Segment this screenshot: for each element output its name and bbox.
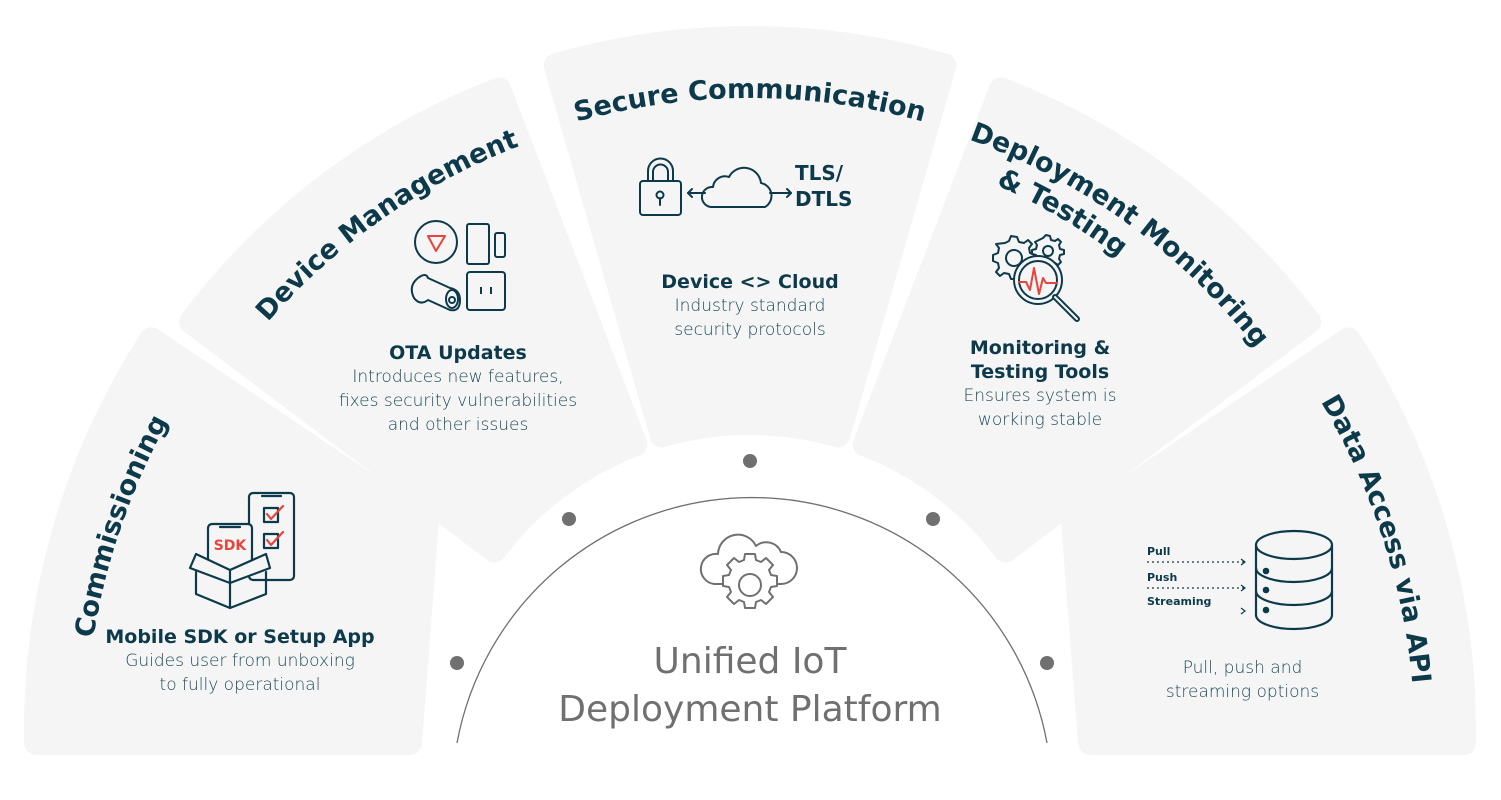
arc-dot bbox=[562, 512, 576, 526]
svg-text:SDK: SDK bbox=[214, 538, 248, 554]
arc-dot bbox=[926, 512, 940, 526]
protocol-line: DTLS bbox=[795, 187, 853, 211]
platform-title-line2: Deployment Platform bbox=[558, 689, 942, 730]
segment-description-line: working stable bbox=[977, 410, 1103, 430]
smart-devices-icon bbox=[410, 220, 506, 312]
segment-subtitle: Testing Tools bbox=[970, 361, 1110, 383]
database-icon bbox=[1254, 529, 1334, 631]
protocol-line: TLS/ bbox=[795, 161, 844, 185]
platform-title-line1: Unified IoT bbox=[653, 641, 847, 682]
segment-description-line: fixes security vulnerabilities bbox=[338, 391, 578, 411]
segment-monitoring-content: Monitoring & Testing Tools Ensures syste… bbox=[910, 336, 1170, 432]
segment-description-line: Industry standard bbox=[674, 296, 826, 316]
segment-description-line: Guides user from unboxing bbox=[125, 651, 355, 671]
segment-description-line: streaming options bbox=[1165, 682, 1320, 702]
segment-description-line: security protocols bbox=[674, 320, 826, 340]
wedge-monitoring bbox=[852, 77, 1322, 563]
wedge-secure-communication bbox=[543, 26, 957, 448]
segment-subtitle: Monitoring & bbox=[969, 337, 1111, 359]
wedge-data-access bbox=[1061, 327, 1477, 755]
inner-arc bbox=[456, 496, 1048, 744]
platform-title: Unified IoT Deployment Platform bbox=[450, 638, 1050, 734]
segment-device-management-content: OTA Updates Introduces new features, fix… bbox=[308, 341, 608, 437]
arc-dots bbox=[450, 454, 1054, 670]
segment-description-line: Ensures system is bbox=[963, 386, 1117, 406]
arc-dot bbox=[1040, 656, 1054, 670]
sdk-box-phone-icon: SDK bbox=[188, 491, 296, 610]
segment-wedges bbox=[23, 26, 1477, 755]
segment-description-line: to fully operational bbox=[159, 675, 321, 695]
arc-dot bbox=[743, 454, 757, 468]
wedge-device-management bbox=[178, 77, 648, 563]
segment-description-line: and other issues bbox=[387, 415, 529, 435]
segment-secure-communication-content: Device <> Cloud Industry standard securi… bbox=[610, 270, 890, 342]
arc-dot bbox=[450, 656, 464, 670]
flow-label-push: Push bbox=[1147, 571, 1178, 584]
cloud-gear-icon bbox=[699, 533, 798, 609]
flow-label-pull: Pull bbox=[1147, 545, 1171, 558]
segment-commissioning-content: Mobile SDK or Setup App Guides user from… bbox=[95, 625, 385, 697]
segment-description-line: Introduces new features, bbox=[352, 367, 564, 387]
segment-description-line: Pull, push and bbox=[1182, 658, 1303, 678]
lock-cloud-icon bbox=[639, 157, 792, 216]
flow-label-streaming: Streaming bbox=[1147, 595, 1212, 608]
segment-subtitle: Device <> Cloud bbox=[661, 271, 839, 293]
gears-magnifier-icon bbox=[992, 234, 1080, 322]
data-flow-arrows bbox=[1147, 558, 1246, 615]
segment-subtitle: Mobile SDK or Setup App bbox=[105, 626, 375, 648]
protocol-label: TLS/ DTLS bbox=[795, 160, 852, 212]
segment-data-access-content: Pull, push and streaming options bbox=[1110, 656, 1375, 704]
segment-subtitle: OTA Updates bbox=[389, 342, 527, 364]
